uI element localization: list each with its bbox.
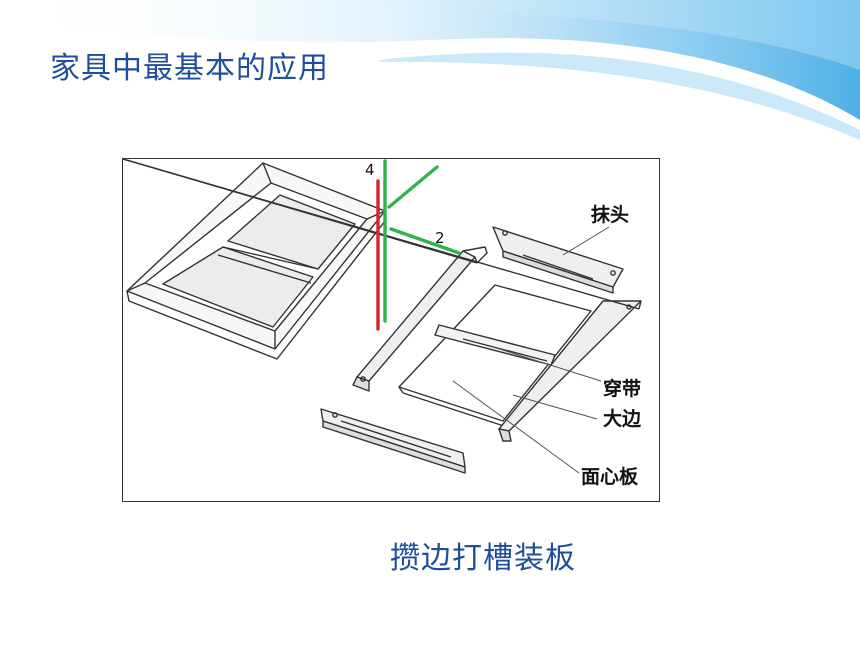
leader-line-chuan-dai bbox=[492, 346, 602, 382]
end-rail-mo-tou-drawing bbox=[492, 226, 624, 294]
figure-caption: 攒边打槽装板 bbox=[390, 541, 576, 576]
header-swoosh-decoration bbox=[0, 0, 860, 140]
label-mian-xin-ban: 面心板 bbox=[581, 465, 639, 488]
callout-number-4: 4 bbox=[365, 161, 375, 179]
diagram-drawing: 1 2 3 4 抹头 穿带 大边 面心板 bbox=[123, 159, 642, 488]
marker-line-2 bbox=[389, 227, 461, 255]
callout-number-2: 2 bbox=[435, 229, 445, 247]
label-da-bian: 大边 bbox=[603, 407, 642, 430]
page-title: 家具中最基本的应用 bbox=[50, 51, 329, 86]
leader-line-mo-tou bbox=[562, 226, 610, 256]
center-panel-drawing bbox=[398, 284, 592, 428]
leader-line-mian-xin-ban bbox=[452, 380, 580, 474]
label-chuan-dai: 穿带 bbox=[603, 377, 641, 400]
assembled-panel-drawing bbox=[126, 162, 386, 360]
callout-number-1: 1 bbox=[431, 159, 441, 161]
frame-panel-diagram: 1 2 3 4 抹头 穿带 大边 面心板 bbox=[122, 158, 660, 502]
end-rail-bottom-drawing bbox=[320, 408, 466, 474]
label-mo-tou: 抹头 bbox=[591, 203, 629, 226]
leader-line-da-bian bbox=[512, 394, 598, 420]
marker-line-1 bbox=[387, 165, 439, 209]
long-rail-right-drawing bbox=[123, 159, 642, 442]
